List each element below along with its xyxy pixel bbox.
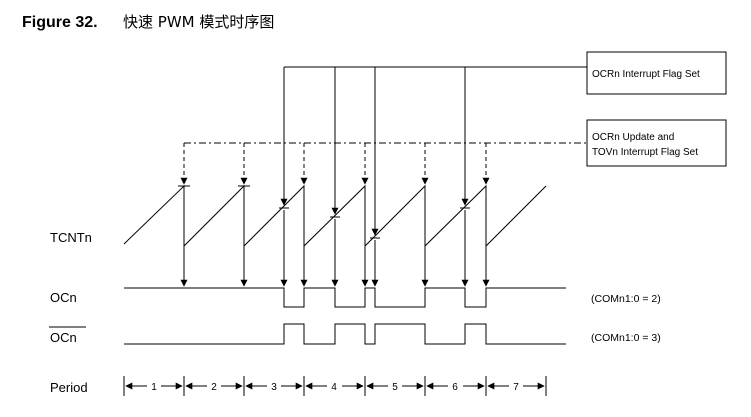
period-segment: 5 bbox=[366, 382, 424, 393]
period-segment: 7 bbox=[487, 382, 545, 393]
figure-title: 快速 PWM 模式时序图 bbox=[123, 13, 274, 31]
tcnt-waveform bbox=[123, 184, 547, 248]
mode-inverting: (COMn1:0 = 3) bbox=[591, 332, 661, 344]
ocr-flag-arrows bbox=[280, 67, 469, 236]
period-label: Period bbox=[50, 380, 88, 395]
period-number: 5 bbox=[392, 382, 398, 393]
tcnt-label: TCNTn bbox=[50, 230, 92, 245]
update-callout-line2: TOVn Interrupt Flag Set bbox=[592, 147, 698, 158]
update-callout-line1: OCRn Update and bbox=[592, 132, 674, 143]
period-number: 6 bbox=[452, 382, 458, 393]
oc-label: OCn bbox=[50, 290, 77, 305]
wrap-arrows bbox=[180, 210, 490, 287]
oc-waveform bbox=[124, 287, 566, 308]
period-number: 3 bbox=[271, 382, 277, 393]
period-number: 7 bbox=[513, 382, 519, 393]
tcnt-sawtooth bbox=[123, 184, 547, 248]
ocr-flag-callout-box bbox=[586, 51, 727, 95]
period-segment: 1 bbox=[125, 382, 183, 393]
ocr-flag-callout-text: OCRn Interrupt Flag Set bbox=[592, 69, 700, 80]
mode-non-inverting: (COMn1:0 = 2) bbox=[591, 293, 661, 305]
period-number: 2 bbox=[211, 382, 217, 393]
update-callout-box bbox=[586, 119, 727, 167]
figure-number: Figure 32. bbox=[22, 14, 98, 31]
period-segment: 6 bbox=[426, 382, 485, 393]
period-ticks bbox=[123, 376, 547, 396]
oc-inverted-label: OCn bbox=[50, 330, 77, 345]
period-segment: 3 bbox=[245, 382, 303, 393]
period-number: 4 bbox=[331, 382, 337, 393]
period-segment: 2 bbox=[185, 382, 243, 393]
period-segment: 4 bbox=[305, 382, 364, 393]
period-number: 1 bbox=[151, 382, 157, 393]
oc-inverted-waveform bbox=[124, 323, 566, 345]
